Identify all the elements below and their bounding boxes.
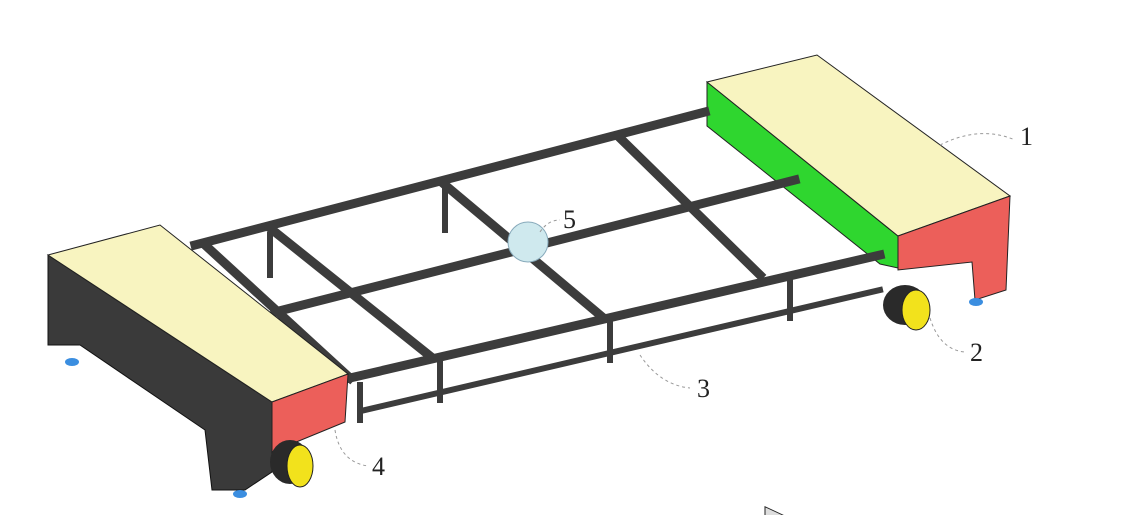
callout-label-2: 2	[970, 338, 983, 367]
leader-lines	[334, 133, 1016, 467]
wheel-icon	[270, 440, 314, 488]
left-end-unit	[46, 224, 350, 498]
foot-icon	[233, 490, 247, 498]
wheel-icon	[883, 285, 931, 331]
foot-icon	[969, 298, 983, 306]
right-end-unit	[705, 54, 1012, 515]
sphere-marker	[507, 221, 549, 263]
callout-label-4: 4	[372, 452, 385, 481]
foot-icon	[65, 358, 79, 366]
callout-label-1: 1	[1020, 122, 1033, 151]
callout-label-5: 5	[563, 205, 576, 234]
callout-label-3: 3	[697, 374, 710, 403]
steel-frame	[189, 106, 886, 423]
left-unit-front	[271, 373, 349, 453]
